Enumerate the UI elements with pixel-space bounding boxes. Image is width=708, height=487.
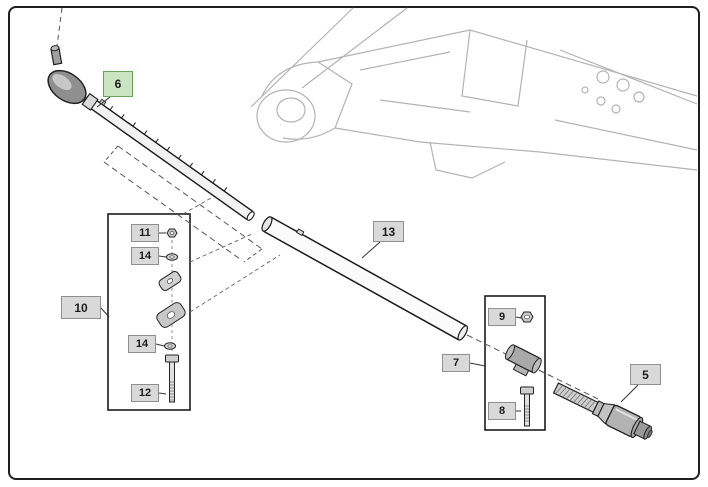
outer-tie-rod-drawing-6[interactable]: [42, 45, 258, 223]
callout-13[interactable]: 13: [373, 221, 404, 242]
tie-rod-tube-drawing-13[interactable]: [260, 213, 471, 342]
callout-7[interactable]: 7: [442, 354, 470, 372]
bolt-drawing-8: [520, 386, 534, 427]
callout-leader-lines: [96, 96, 639, 412]
callout-5[interactable]: 5: [630, 364, 661, 385]
nut-drawing-9: [520, 311, 534, 323]
clamp-half-drawing-upper: [158, 271, 182, 291]
clamp-half-drawing-lower: [156, 302, 186, 328]
leader-line-6: [96, 96, 111, 108]
nut-drawing-11: [166, 228, 178, 238]
assembly-dashed-guides: [55, 7, 599, 400]
leader-line-14b: [155, 343, 165, 347]
clamp-drawing-7: [504, 344, 542, 377]
clamp-hardware-group-10[interactable]: [155, 228, 187, 403]
inner-tie-rod-drawing-5[interactable]: [551, 378, 656, 444]
callout-9[interactable]: 9: [488, 308, 516, 326]
callout-12[interactable]: 12: [131, 384, 159, 402]
leader-line-12: [158, 392, 167, 395]
callout-8[interactable]: 8: [488, 402, 516, 420]
ball-stud: [50, 45, 63, 66]
diagram-frame: [8, 6, 700, 480]
leader-line-5: [620, 384, 639, 403]
leader-line-7: [469, 362, 486, 367]
leader-line-14a: [158, 255, 167, 258]
bolt-drawing-12: [165, 354, 179, 403]
callout-11[interactable]: 11: [131, 224, 159, 242]
clamp-hardware-group-7[interactable]: [501, 311, 543, 427]
callout-10[interactable]: 10: [61, 296, 101, 319]
ball-joint-highlight: [52, 74, 72, 90]
callout-14-bottom[interactable]: 14: [128, 335, 156, 353]
washer-drawing-14-top: [166, 253, 178, 261]
callout-14-top[interactable]: 14: [131, 247, 159, 265]
tie-rod-shaft: [81, 92, 255, 221]
washer-drawing-14-bottom: [164, 342, 176, 350]
leader-line-13: [361, 241, 381, 259]
leader-line-9: [515, 316, 522, 319]
callout-6[interactable]: 6: [103, 71, 133, 97]
leader-line-10: [100, 307, 110, 318]
axle-housing-background-art: [250, 7, 698, 179]
